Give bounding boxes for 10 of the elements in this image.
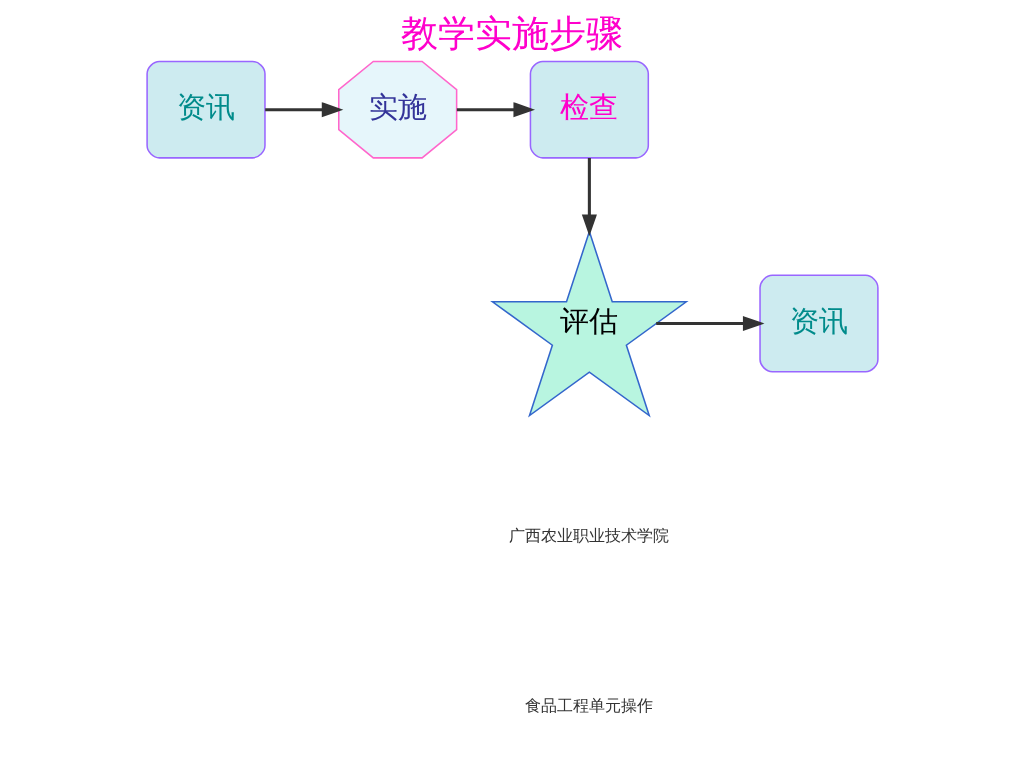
node-box: 资讯 [145, 60, 266, 159]
label: 食品工程单元操作 [524, 696, 653, 716]
node-box: 检查 [529, 60, 649, 159]
diagram-title: 教学实施步骤 [401, 11, 623, 55]
arrow [655, 315, 764, 332]
arrow [456, 102, 535, 118]
arrow [581, 157, 597, 237]
label: 广西农业职业技术学院 [508, 526, 669, 546]
arrow [264, 102, 343, 118]
node-box: 资讯 [758, 274, 879, 373]
